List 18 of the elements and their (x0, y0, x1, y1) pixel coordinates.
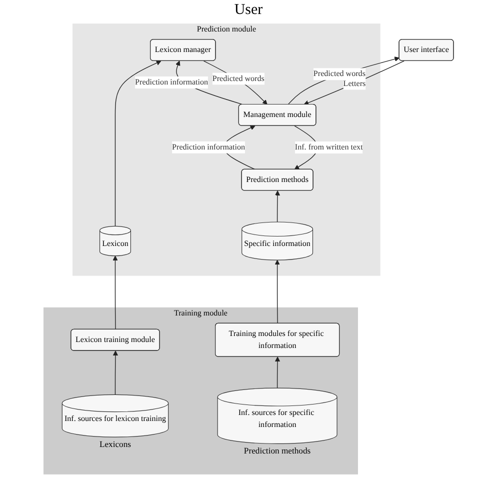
arrow (274, 260, 280, 324)
arrow (304, 60, 404, 106)
edge-label: Letters (343, 79, 366, 88)
label-text: User (234, 2, 263, 19)
arrow (274, 356, 280, 388)
arrow (112, 256, 118, 330)
arrow (114, 60, 162, 227)
arrow (203, 60, 268, 105)
edge-label: Prediction information (135, 78, 208, 87)
edge-label: Inf. from written text (294, 143, 363, 152)
arrow (274, 190, 280, 222)
edge-label: Predicted words (212, 74, 264, 84)
edge-label: Predicted words (313, 70, 366, 78)
caption-text: Lexicons (99, 438, 132, 449)
caption-text: Prediction methods (244, 445, 311, 456)
arrow (112, 350, 118, 396)
edge-label: Prediction information (172, 143, 246, 152)
arrow (288, 56, 400, 105)
